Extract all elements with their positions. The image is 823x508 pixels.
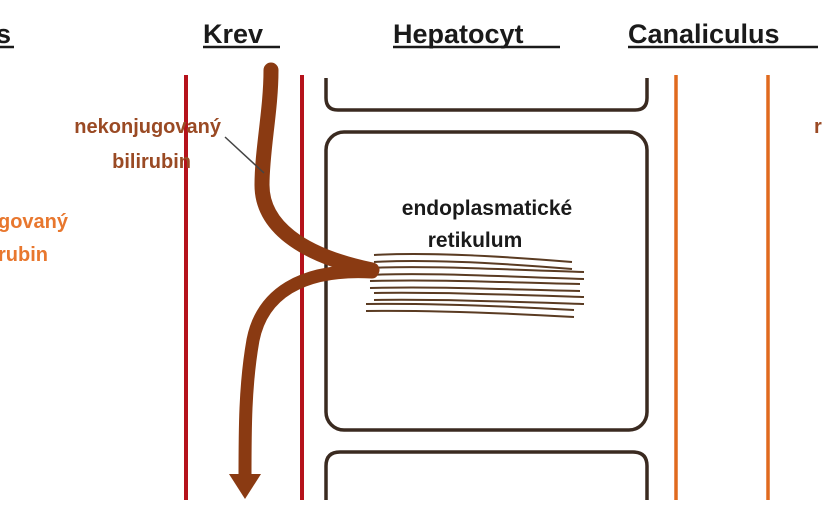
right-partial-label: r bbox=[814, 116, 822, 138]
header-left-partial: s bbox=[0, 19, 11, 49]
hepatocyte-bottom-cell bbox=[326, 452, 647, 500]
hepatocyte-top-cell bbox=[326, 78, 647, 110]
header-hepatocyte: Hepatocyt bbox=[393, 19, 524, 49]
header-canaliculus: Canaliculus bbox=[628, 19, 780, 49]
er-label-line1: endoplasmatické bbox=[402, 197, 572, 220]
unconjugated-bilirubin-label-line1: nekonjugovaný bbox=[74, 116, 222, 138]
unconjugated-bilirubin-label-line2: bilirubin bbox=[112, 151, 191, 173]
conjugated-bilirubin-label-line1: govaný bbox=[0, 211, 69, 233]
er-label-line2: retikulum bbox=[428, 229, 523, 252]
header-blood: Krev bbox=[203, 19, 263, 49]
conjugated-bilirubin-label-line2: rubin bbox=[0, 244, 48, 266]
endoplasmic-reticulum bbox=[366, 254, 584, 317]
arrow-head-icon bbox=[229, 474, 261, 499]
